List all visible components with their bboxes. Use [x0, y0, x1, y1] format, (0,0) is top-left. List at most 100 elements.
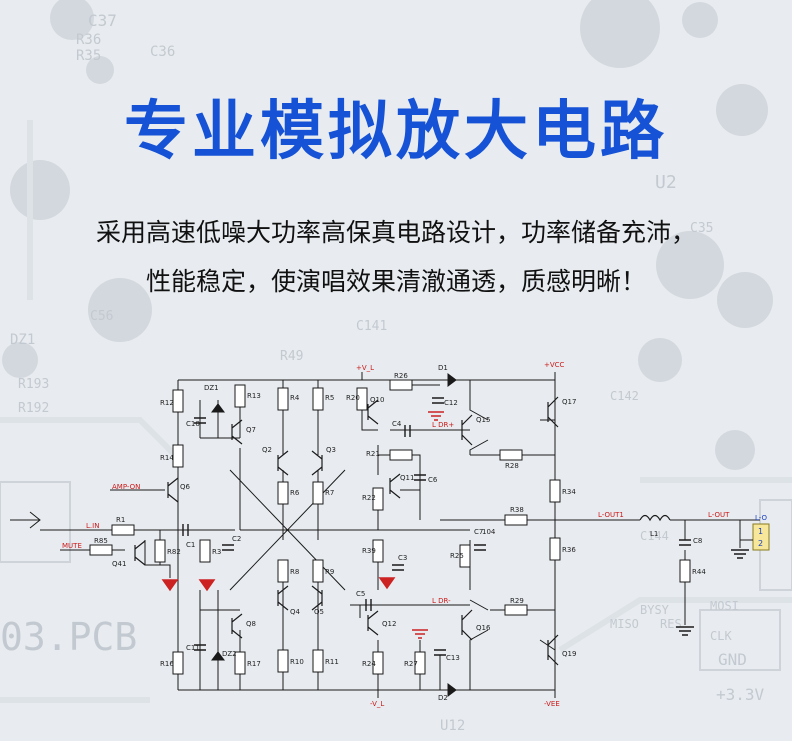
- capacitor-c8: [679, 539, 691, 546]
- rail-label-vl: +V_L: [356, 364, 374, 372]
- connector-pin-1: 1: [758, 527, 763, 536]
- label-q10: Q10: [370, 396, 384, 404]
- label-r10: R10: [290, 658, 304, 666]
- silk-c141: C141: [356, 319, 387, 334]
- label-r85: R85: [94, 537, 108, 545]
- signal-amp-on: AMP-ON: [112, 483, 140, 491]
- ground-symbol: [198, 579, 216, 592]
- label-q19: Q19: [562, 650, 576, 658]
- label-d1: D1: [438, 364, 448, 372]
- signal-lo: L-O: [755, 514, 767, 522]
- signal-mute: MUTE: [62, 542, 82, 550]
- connector-pin-2: 2: [758, 539, 763, 548]
- silk-gnd: GND: [718, 650, 747, 669]
- label-q8: Q8: [246, 620, 256, 628]
- capacitor-c3: [392, 564, 404, 571]
- transistor-q10: [367, 399, 379, 425]
- hero-title: 专业模拟放大电路: [124, 95, 668, 169]
- label-r21: R21: [366, 450, 380, 458]
- ground-symbol: [731, 549, 749, 559]
- label-r34: R34: [562, 488, 576, 496]
- label-r7: R7: [325, 489, 334, 497]
- label-r29: R29: [510, 597, 524, 605]
- transistor-q6: [167, 477, 179, 503]
- label-c1: C1: [186, 541, 195, 549]
- label-r26: R26: [394, 372, 408, 380]
- output-grounds: [676, 549, 749, 636]
- resistor-r34: [549, 479, 561, 503]
- silk-r193: R193: [18, 377, 49, 392]
- silk-c37: C37: [88, 11, 117, 30]
- transistor-q8: [231, 613, 243, 639]
- transistor-q16: [461, 609, 473, 641]
- silk-r192: R192: [18, 401, 49, 416]
- ground-symbol: [412, 629, 428, 639]
- resistor-r82: [154, 539, 166, 563]
- label-r36: R36: [562, 546, 576, 554]
- silk-c36: C36: [150, 44, 175, 60]
- silk-bysy: BYSY: [640, 603, 670, 617]
- capacitor-c5: [365, 599, 372, 611]
- label-l1: L1: [650, 530, 658, 538]
- label-c10: C10: [186, 420, 200, 428]
- resistor-r29: [504, 604, 528, 616]
- capacitor-c12: [432, 397, 444, 404]
- silk-dz1: DZ1: [10, 332, 35, 348]
- ground-symbol: [378, 577, 396, 590]
- label-q3: Q3: [326, 446, 336, 454]
- pcb-traces: [0, 120, 792, 703]
- transistor-q12: [367, 610, 379, 636]
- output-connector: [752, 523, 770, 551]
- resistor-r22: [372, 487, 384, 511]
- resistor-r16: [172, 651, 184, 675]
- signal-l-dr-pos: L DR+: [432, 421, 454, 429]
- resistor-r3: [199, 539, 211, 563]
- label-q4: Q4: [290, 608, 301, 616]
- label-dz2: DZ2: [222, 650, 237, 658]
- label-r24: R24: [362, 660, 376, 668]
- capacitor-c4: [404, 425, 411, 437]
- silk-c35: C35: [690, 221, 713, 236]
- resistor-r39: [372, 539, 384, 563]
- diode-d2: [447, 683, 457, 697]
- label-r27: R27: [404, 660, 418, 668]
- signal-l-out1: L-OUT1: [598, 511, 624, 519]
- schematic-parts: [89, 379, 691, 675]
- label-r28: R28: [505, 462, 519, 470]
- label-r11: R11: [325, 658, 339, 666]
- resistor-r9: [312, 559, 324, 583]
- silk-u2: U2: [655, 172, 677, 193]
- label-c7: C7: [474, 528, 483, 536]
- capacitor-c10: [194, 417, 206, 424]
- resistor-r85: [89, 544, 113, 556]
- transistor-q41: [134, 540, 146, 566]
- pcb-silk: C37 R36 R35 C36 U2 DZ1 R193 R192 C56 R49…: [0, 11, 765, 734]
- resistor-r28: [499, 449, 523, 461]
- silk-c142: C142: [610, 389, 639, 403]
- silk-clk: CLK: [710, 629, 732, 643]
- ground-symbol: [676, 626, 694, 636]
- silk-r35: R35: [76, 48, 101, 64]
- label-c6: C6: [428, 476, 438, 484]
- transistor-q15: [461, 414, 473, 446]
- label-c12: C12: [444, 399, 458, 407]
- transistor-q3: [311, 450, 323, 476]
- label-q15: Q15: [476, 416, 490, 424]
- zener-dz2: [211, 651, 225, 661]
- silk-u12: U12: [440, 718, 465, 734]
- label-r9: R9: [325, 568, 334, 576]
- transistor-q4: [277, 585, 289, 611]
- label-r16: R16: [160, 660, 174, 668]
- label-r82: R82: [167, 548, 181, 556]
- label-r3: R3: [212, 548, 221, 556]
- schematic-capacitors: [182, 397, 691, 656]
- capacitor-c7: [474, 544, 486, 551]
- resistor-r24: [372, 651, 384, 675]
- resistor-r5: [312, 387, 324, 411]
- label-r12: R12: [160, 399, 174, 407]
- transistor-q19: [547, 634, 559, 666]
- resistor-r21: [389, 449, 413, 461]
- transistor-q7: [231, 419, 243, 445]
- signal-l-dr-neg: L DR-: [432, 597, 451, 605]
- schematic-diodes: [211, 373, 457, 697]
